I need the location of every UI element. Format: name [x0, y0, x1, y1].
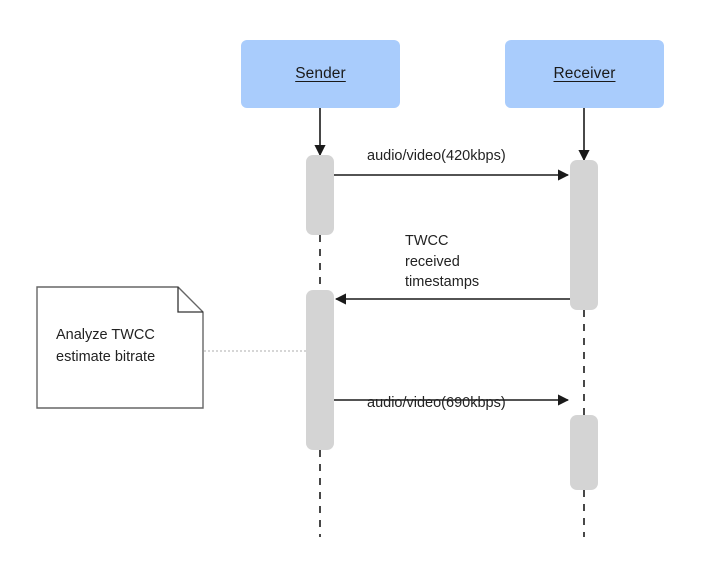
activation-bar-receiver-1 — [570, 160, 598, 310]
note-label-analyze-twcc: Analyze TWCC estimate bitrate — [56, 327, 156, 365]
participant-box-receiver[interactable]: Receiver — [505, 40, 664, 108]
participant-box-sender[interactable]: Sender — [241, 40, 400, 108]
activation-bar-receiver-2 — [570, 415, 598, 490]
message-label-audio-video-420: audio/video(420kbps) — [367, 148, 506, 164]
activation-bar-sender-2 — [306, 290, 334, 450]
note-fold-corner — [177, 287, 203, 313]
message-label-audio-video-690: audio/video(690kbps) — [367, 395, 506, 411]
message-label-twcc-timestamps: TWCC received timestamps — [405, 233, 480, 291]
participant-label-receiver: Receiver — [553, 65, 616, 82]
participant-label-sender: Sender — [295, 65, 346, 82]
note-shape-analyze-twcc — [36, 286, 204, 409]
activation-bar-sender-1 — [306, 155, 334, 235]
